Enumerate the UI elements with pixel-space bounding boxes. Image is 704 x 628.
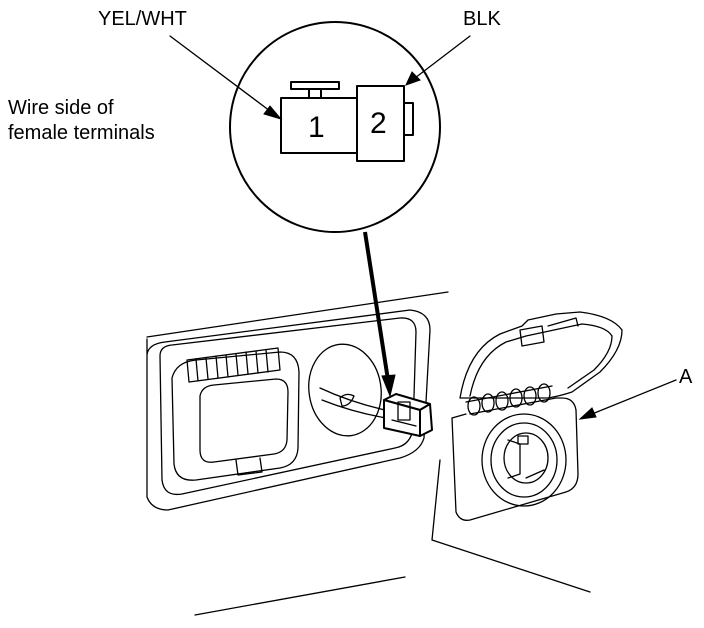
terminal-1-number: 1 bbox=[308, 111, 325, 144]
leader-yel-wht bbox=[169, 35, 283, 120]
label-part-a: A bbox=[679, 366, 693, 388]
label-wire-side-line2: female terminals bbox=[8, 122, 155, 144]
magnifier-pointer bbox=[363, 231, 396, 398]
dashboard-panel bbox=[146, 291, 591, 616]
socket-hole bbox=[308, 343, 387, 437]
terminal-1-cavity bbox=[280, 97, 358, 154]
terminal-2-number: 2 bbox=[370, 107, 387, 140]
accessory-socket bbox=[451, 311, 623, 521]
label-blk: BLK bbox=[463, 8, 501, 30]
leader-blk bbox=[405, 35, 471, 86]
leader-part-a bbox=[578, 379, 677, 420]
label-wire-side-line1: Wire side of bbox=[8, 97, 114, 119]
magnifier-circle bbox=[229, 21, 441, 233]
inset-magnifier: 1 2 bbox=[169, 21, 471, 233]
left-module bbox=[171, 347, 300, 481]
connector-face: 1 2 bbox=[280, 81, 414, 162]
actual-connector bbox=[383, 393, 433, 437]
label-yel-wht: YEL/WHT bbox=[98, 8, 187, 30]
